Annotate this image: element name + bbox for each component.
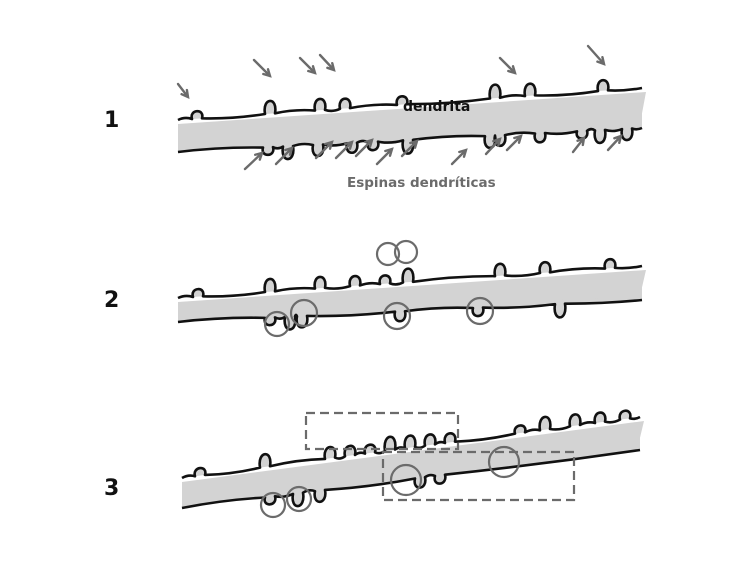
- dashed-region-box: [381, 450, 576, 502]
- spine-pointer-arrow-icon: [450, 148, 468, 166]
- panel-number: 3: [104, 476, 120, 501]
- highlight-circle: [487, 445, 521, 479]
- spine-pointer-arrow-icon: [314, 140, 334, 160]
- spine-pointer-arrow-icon: [484, 137, 502, 156]
- spine-pointer-arrow-icon: [606, 134, 623, 152]
- spine-pointer-arrow-icon: [505, 134, 523, 152]
- highlight-circle: [285, 485, 313, 513]
- dendrite-top-edge: [177, 257, 643, 300]
- highlight-circle: [393, 239, 419, 265]
- dendrite-label: dendrita: [403, 99, 471, 115]
- spine-pointer-arrow-icon: [274, 146, 294, 166]
- dendrite-bottom-edge: [181, 448, 641, 510]
- spine-pointer-arrow-icon: [243, 151, 264, 171]
- highlight-circle: [263, 310, 291, 338]
- spine-pointer-arrow-icon: [571, 136, 586, 154]
- dendrite-top-edge: [177, 78, 643, 122]
- spine-pointer-arrow-icon: [586, 44, 606, 66]
- spine-pointer-arrow-icon: [375, 147, 394, 166]
- highlight-circle: [375, 241, 401, 267]
- spine-pointer-arrow-icon: [498, 56, 517, 75]
- highlight-circle: [259, 491, 287, 519]
- panel-number: 2: [104, 288, 120, 313]
- spine-pointer-arrow-icon: [334, 140, 354, 160]
- dendrite-bottom-edge: [177, 126, 643, 161]
- dendrite-top-edge: [181, 409, 641, 480]
- dendrite-bottom-edge: [177, 298, 643, 331]
- spine-pointer-arrow-icon: [176, 82, 190, 99]
- spine-pointer-arrow-icon: [354, 138, 374, 158]
- spine-pointer-arrow-icon: [252, 58, 272, 78]
- dendrite-body: [182, 421, 644, 505]
- highlight-circle: [382, 301, 412, 331]
- panel-number: 1: [104, 108, 120, 133]
- highlight-circle: [389, 463, 423, 497]
- spine-pointer-arrow-icon: [400, 139, 419, 158]
- dendrite-body: [178, 92, 646, 149]
- highlight-circle: [289, 298, 319, 328]
- spine-pointer-arrow-icon: [298, 56, 317, 75]
- dendrite-body: [178, 270, 646, 319]
- highlight-circle: [465, 296, 495, 326]
- spine-pointer-arrow-icon: [318, 53, 336, 72]
- dashed-region-box: [304, 411, 460, 451]
- spines-label: Espinas dendríticas: [347, 175, 496, 191]
